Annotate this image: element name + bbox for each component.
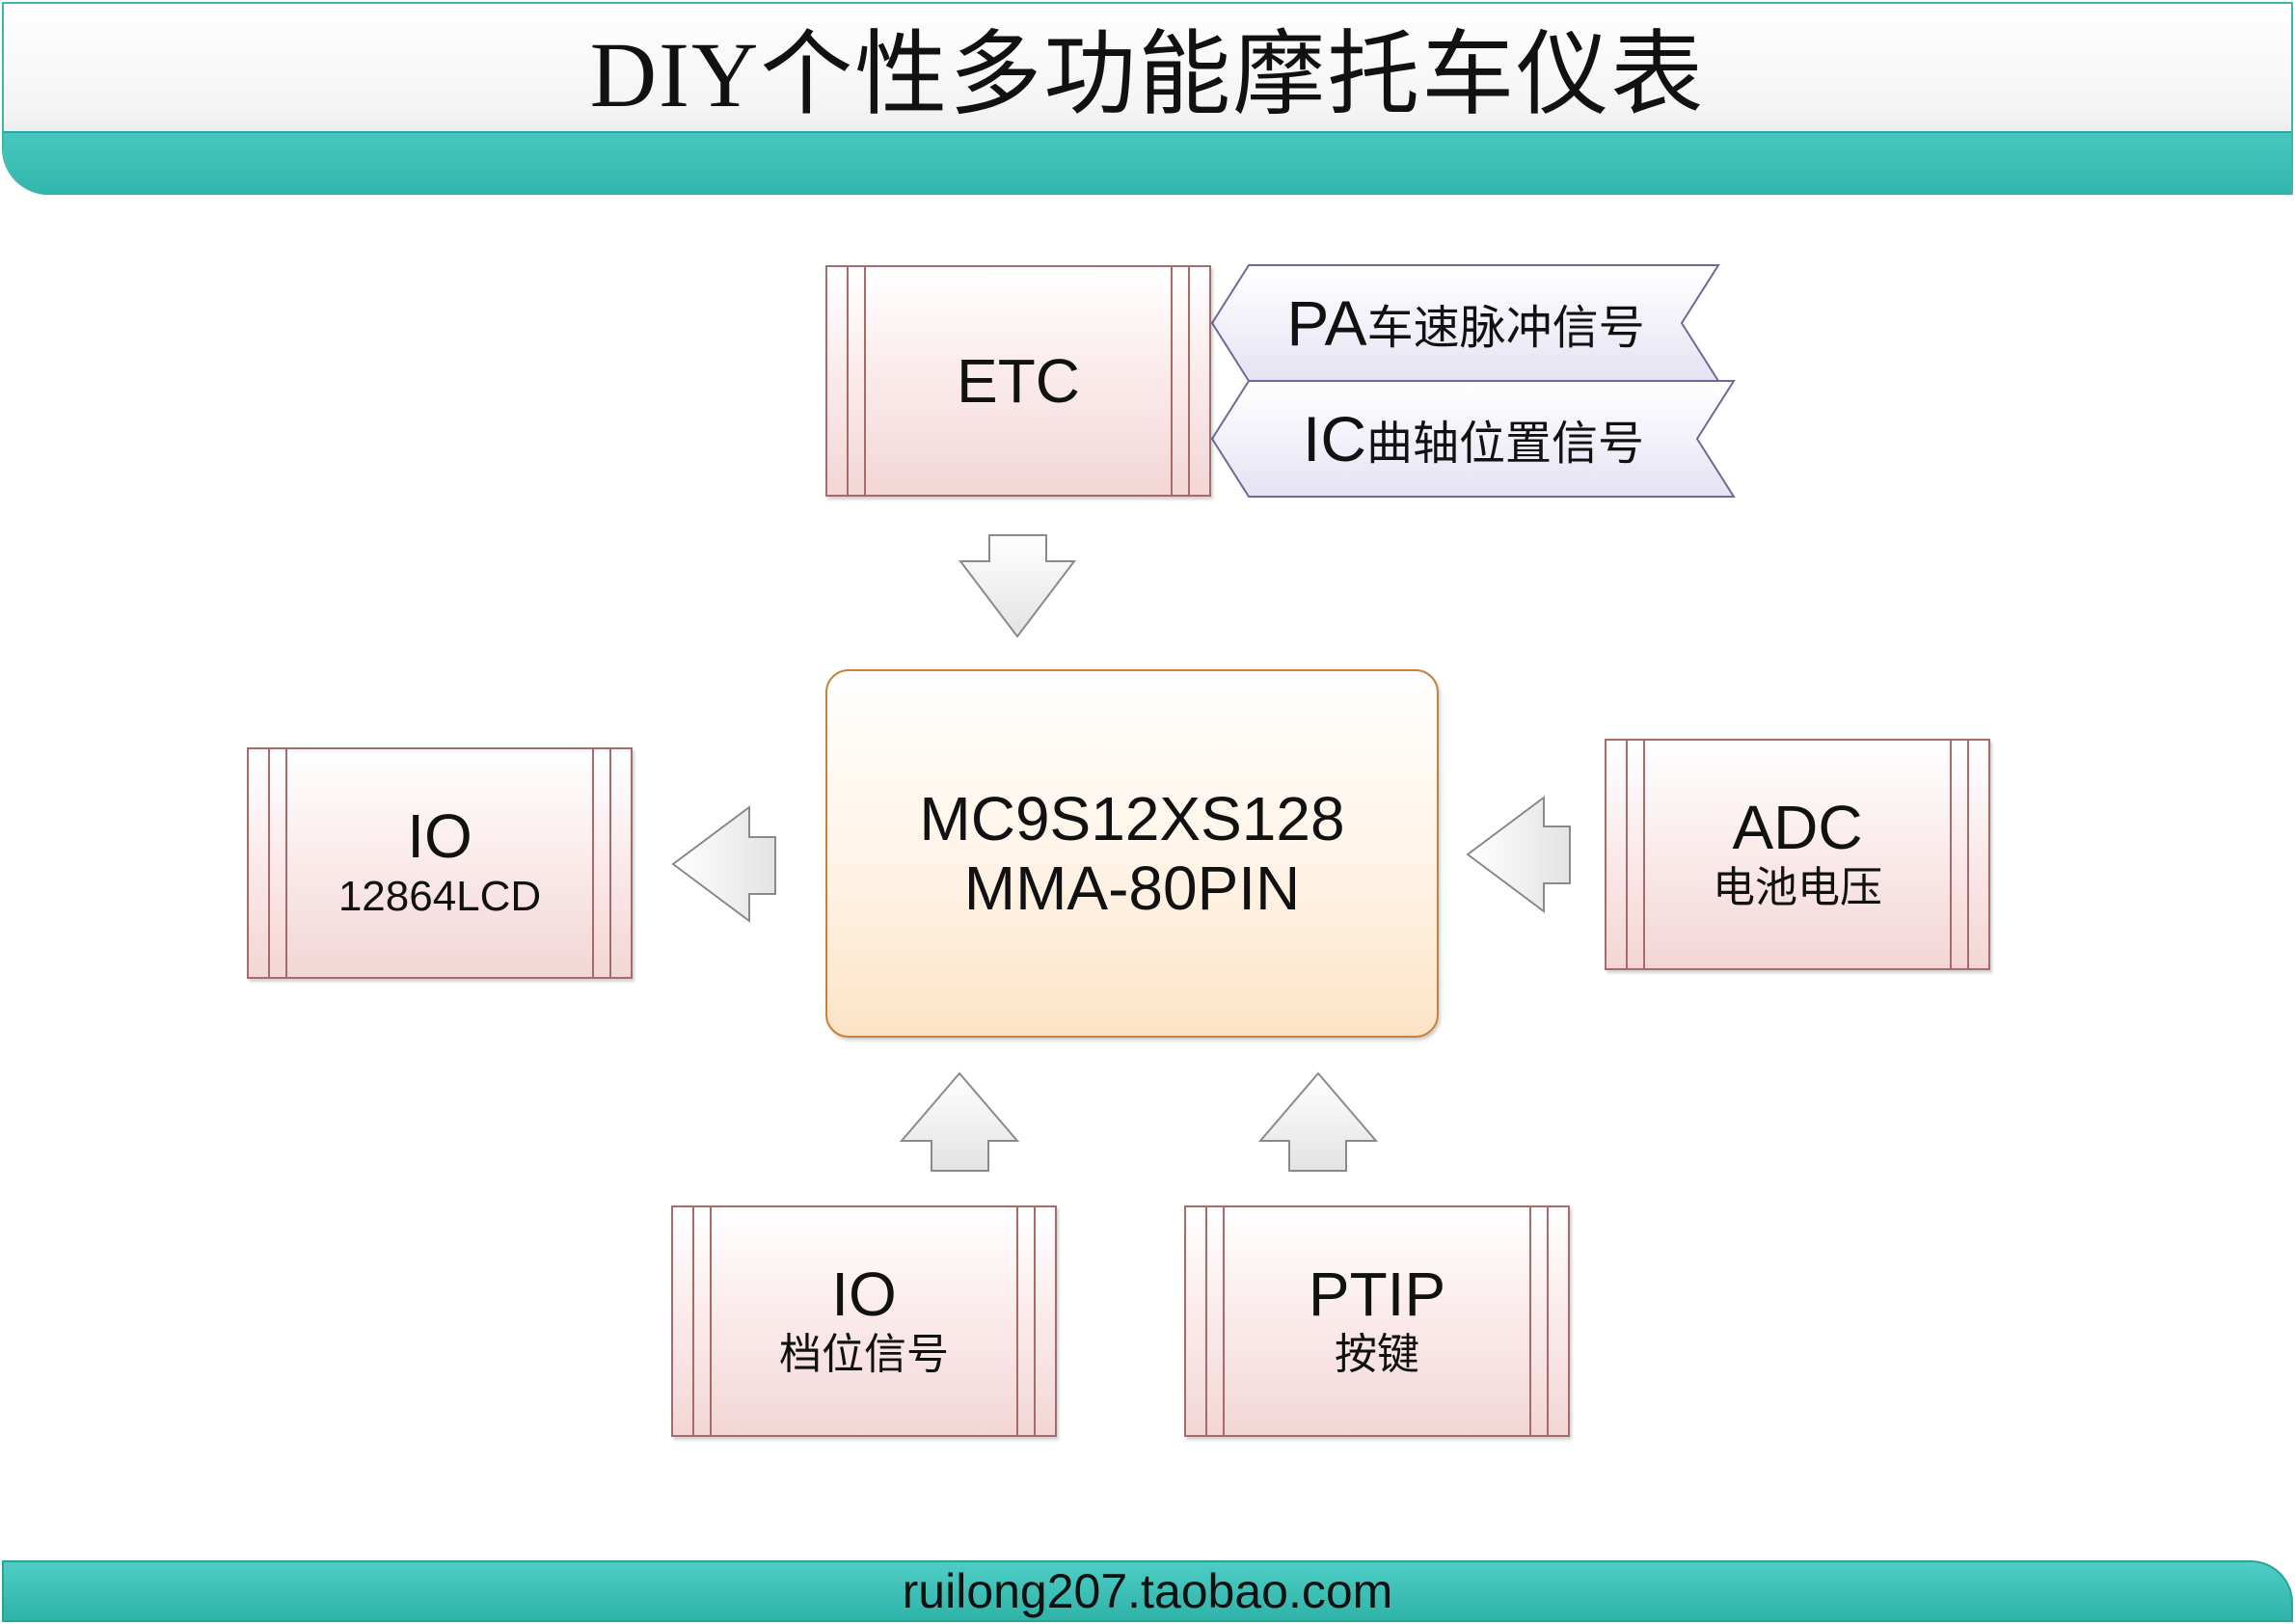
arrow-up-keys-to-mcu xyxy=(1257,1071,1379,1172)
signal-ic-text: 曲轴位置信号 xyxy=(1365,419,1644,470)
footer-url: ruilong207.taobao.com xyxy=(902,1564,1393,1618)
arrow-down-etc-to-mcu xyxy=(958,534,1077,638)
lcd-sub: 12864LCD xyxy=(338,873,542,920)
arrow-up-gear-to-mcu xyxy=(899,1071,1020,1172)
page-title: DIY个性多功能摩托车仪表 xyxy=(589,23,1706,126)
mcu-box: MC9S12XS128 MMA-80PIN xyxy=(825,669,1439,1038)
lcd-label: IO xyxy=(407,801,472,871)
keys-sub: 按键 xyxy=(1335,1331,1419,1378)
gear-box: IO 档位信号 xyxy=(671,1205,1057,1437)
arrow-left-adc-to-mcu xyxy=(1466,796,1571,913)
lcd-box: IO 12864LCD xyxy=(247,747,633,979)
mcu-model: MC9S12XS128 xyxy=(919,784,1345,853)
adc-sub: 电池电压 xyxy=(1713,864,1882,911)
signal-tag-shape-ic xyxy=(1210,380,1736,498)
arrow-left-mcu-to-lcd xyxy=(671,805,776,923)
gear-sub: 档位信号 xyxy=(779,1331,949,1378)
signal-pa-prefix: PA xyxy=(1286,287,1367,359)
header-teal-band xyxy=(4,131,2291,195)
keys-box: PTIP 按键 xyxy=(1184,1205,1570,1437)
keys-label: PTIP xyxy=(1308,1259,1446,1329)
header-bar xyxy=(2,2,2293,195)
adc-box: ADC 电池电压 xyxy=(1605,739,1990,970)
gear-label: IO xyxy=(831,1259,897,1329)
adc-label: ADC xyxy=(1732,793,1863,862)
signal-ic-prefix: IC xyxy=(1302,403,1366,474)
etc-label: ETC xyxy=(957,346,1080,416)
signal-pa-text: 车速脉冲信号 xyxy=(1366,303,1645,354)
etc-box: ETC xyxy=(825,265,1211,497)
mcu-package: MMA-80PIN xyxy=(963,853,1301,923)
footer-bar xyxy=(2,1560,2293,1622)
